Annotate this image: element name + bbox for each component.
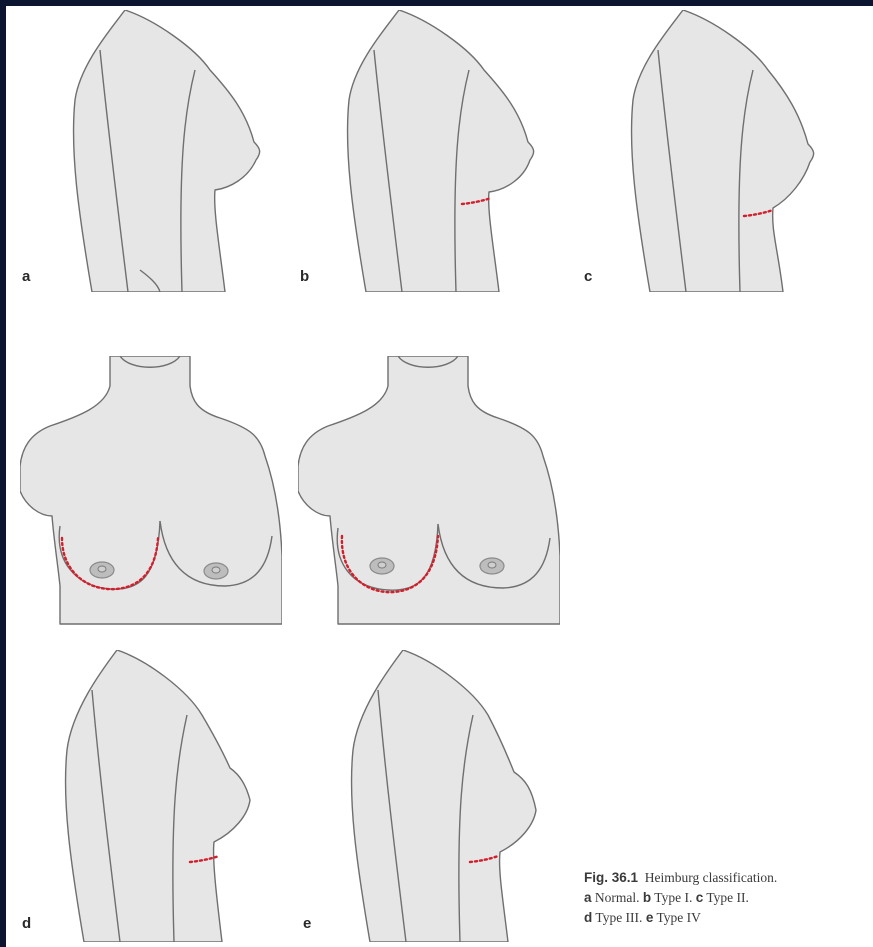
caption-text-e: Type IV [656,910,700,925]
caption-text-d: Type III. [595,910,642,925]
caption-letter-a: a [584,890,592,905]
panel-e-side-view [348,650,548,942]
caption-letter-b: b [643,890,651,905]
panel-d-label: d [22,915,31,932]
nipple-left [378,562,386,568]
caption-line-3: d Type III. e Type IV [584,908,869,928]
caption-letter-d: d [584,910,592,925]
caption-line-2: a Normal. b Type I. c Type II. [584,888,869,908]
panel-c-side-view [628,10,828,292]
figure-caption: Fig. 36.1 Heimburg classification. a Nor… [584,868,869,928]
caption-title-line: Fig. 36.1 Heimburg classification. [584,868,869,888]
caption-text-b: Type I. [654,890,692,905]
caption-title: Heimburg classification. [645,870,777,885]
caption-text-c: Type II. [706,890,749,905]
caption-letter-c: c [696,890,704,905]
caption-fig-number: Fig. 36.1 [584,870,638,885]
nipple-left [98,566,106,572]
front-view-right [298,356,560,626]
neck-shoulders [20,356,282,624]
panel-b-label: b [300,268,309,285]
caption-letter-e: e [646,910,654,925]
panel-a-side-view [70,10,270,292]
torso-silhouette [66,650,250,942]
caption-text-a: Normal. [595,890,640,905]
panel-d-side-view [62,650,262,942]
nipple-right [488,562,496,568]
panel-c-label: c [584,268,592,285]
panel-e-label: e [303,915,311,932]
torso-silhouette [74,10,260,292]
front-view-left [20,356,282,626]
panel-a-label: a [22,268,30,285]
panel-b-side-view [344,10,544,292]
nipple-right [212,567,220,573]
torso-silhouette [352,650,536,942]
torso-silhouette [348,10,534,292]
